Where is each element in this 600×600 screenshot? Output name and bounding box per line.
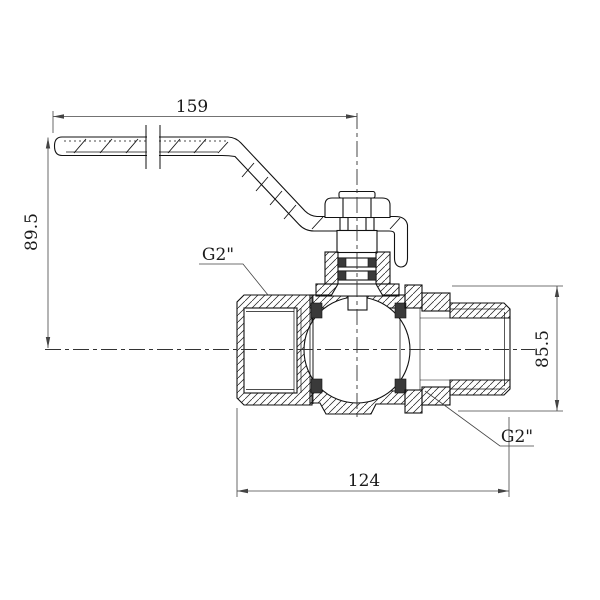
dim-outlet-height: 85.5 xyxy=(452,285,563,412)
dim-handle-height-text: 89.5 xyxy=(22,213,42,251)
handle-hatch xyxy=(73,138,401,230)
inlet-thread-bore xyxy=(243,307,298,394)
o-ring xyxy=(367,270,377,281)
handle-detail-lines xyxy=(64,140,226,153)
inlet-thread-lines xyxy=(246,308,302,393)
label-outlet-thread-text: G2" xyxy=(501,427,533,447)
stem-nub xyxy=(339,216,349,232)
dim-handle-height: 89.5 xyxy=(22,137,51,348)
label-outlet-thread: G2" xyxy=(424,390,534,447)
dimensions: 159 89.5 85.5 124 xyxy=(22,97,563,497)
outlet-male-end xyxy=(404,284,511,414)
seat-faces xyxy=(312,318,401,379)
ball-seats xyxy=(310,302,407,394)
bonnet-gland-left xyxy=(324,251,339,285)
dim-outlet-height-text: 85.5 xyxy=(533,330,553,368)
dim-body-length: 124 xyxy=(236,408,510,497)
stem-tang xyxy=(347,295,368,311)
seat xyxy=(394,302,407,319)
label-inlet-thread-text: G2" xyxy=(202,245,234,265)
seat xyxy=(310,378,323,394)
handle-break xyxy=(145,125,161,169)
outlet-thread-lines xyxy=(450,308,505,390)
stem-assembly xyxy=(315,190,400,297)
o-ring xyxy=(337,270,347,281)
dim-handle-length-text: 159 xyxy=(176,97,208,117)
label-inlet-thread: G2" xyxy=(199,245,269,296)
handle-outline xyxy=(53,136,409,268)
o-ring xyxy=(367,257,377,268)
seat xyxy=(310,302,323,319)
o-ring xyxy=(337,257,347,268)
dim-handle-length: 159 xyxy=(52,97,357,133)
dim-body-length-text: 124 xyxy=(348,471,380,491)
centerlines xyxy=(45,113,535,420)
outlet-bore-lines xyxy=(419,308,450,390)
lever-handle xyxy=(53,125,409,268)
bonnet-gland-right xyxy=(375,251,391,285)
stem-hex-nut xyxy=(324,197,391,219)
seat xyxy=(394,378,407,394)
stem-nub xyxy=(365,216,375,232)
